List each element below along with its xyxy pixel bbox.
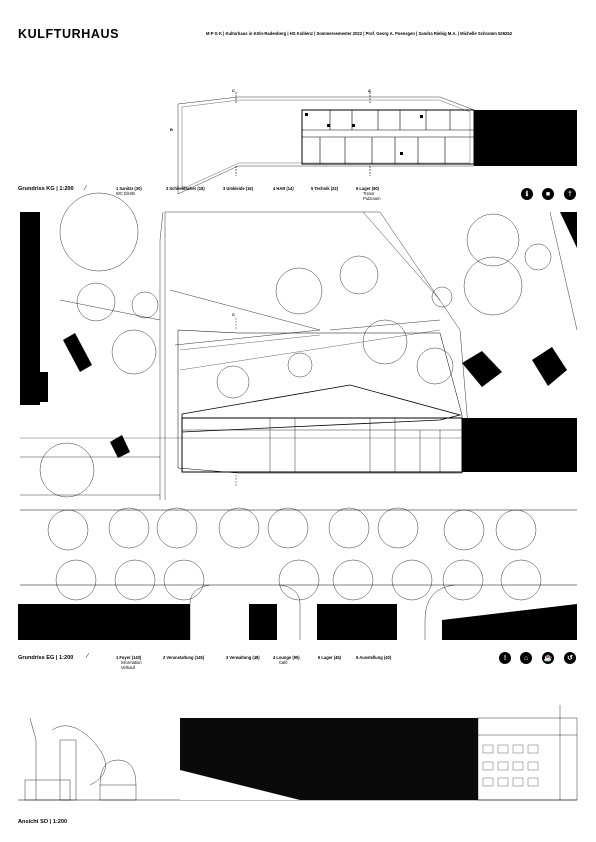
section-mark-c-eg: C [232,312,235,317]
north-arrow-icon: ∕ [85,185,87,192]
basement-legend-item-5: 5 Technik (22) [311,186,338,191]
section-mark-b: B [170,127,173,132]
neighbor-building [474,110,577,166]
basement-legend-item-3: 3 Umkleide (16) [223,186,254,191]
ground-floor-plan-title: Grundriss EG | 1:200 [18,655,74,661]
north-arrow-icon: ∕ [87,653,89,660]
info-icon: ! [499,652,511,664]
ground-legend-item-1: 1 Foyer (140) Information Verkauf [116,655,142,670]
person-icon: ⌂ [520,652,532,664]
trees [39,192,552,601]
neighbor-buildings [18,212,577,640]
facade-windows [482,744,539,787]
hanger-icon: † [564,188,576,200]
ground-legend-item-4: 4 Lounge (95) Café [273,655,300,665]
section-mark-c: C [232,88,235,93]
wc-icon: ℹ [521,188,533,200]
locker-icon: ■ [542,188,554,200]
exhibition-icon: ↺ [564,652,576,664]
basement-plan-title: Grundriss KG | 1:200 [18,186,74,192]
project-info: M P G K | Kulturhaus in Köln-Radenberg |… [206,31,513,36]
ground-legend-item-6: 6 Ausstellung (40) [356,655,392,660]
ground-legend-item-2: 2 Veranstaltung (145) [163,655,205,660]
elevation-title: Ansicht SO | 1:200 [18,819,68,825]
ground-legend-item-5: 5 Lager (45) [318,655,341,660]
ground-legend-item-3: 3 Verwaltung (48) [226,655,260,660]
logo: KULFTURHAUS [18,27,120,41]
basement-plan-drawing [177,92,475,195]
basement-legend-item-6: 6 Lager (90) Tresor Putzraum [356,186,381,201]
coffee-icon: ☕ [542,652,554,664]
ground-floor-site-plan [20,211,578,640]
basement-legend-item-2: 2 Schließfächer (18) [166,186,205,191]
section-mark-a: A [368,88,371,93]
basement-legend-item-4: 4 HAR (14) [273,186,294,191]
basement-legend-item-1: 1 Sanitär (30) WC D/H/B [116,186,142,196]
